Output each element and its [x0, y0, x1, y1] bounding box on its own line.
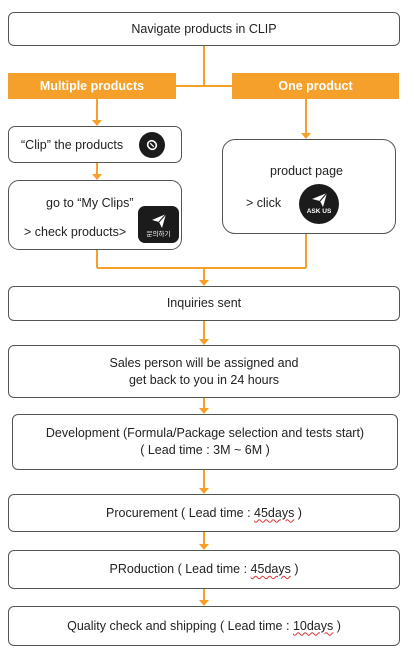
procurement-prefix: Procurement ( Lead time : — [106, 505, 255, 520]
navigate-label: Navigate products in CLIP — [131, 21, 277, 36]
quality-check-suffix: ) — [333, 618, 341, 633]
product-page-label: product page — [270, 164, 343, 178]
ask-us-icon-text: ASK US — [306, 208, 332, 215]
one-product-branch: One product — [232, 73, 399, 99]
production-prefix: PRoduction ( Lead time : — [109, 562, 251, 577]
clip-icon — [139, 132, 165, 158]
multiple-products-branch: Multiple products — [8, 73, 176, 99]
procurement-step: Procurement ( Lead time : 45days ) — [8, 494, 400, 532]
quality-check-prefix: Quality check and shipping ( Lead time : — [67, 618, 293, 633]
one-product-label: One product — [278, 79, 353, 93]
development-line-1: Development (Formula/Package selection a… — [45, 426, 365, 441]
procurement-label: Procurement ( Lead time : 45days ) — [106, 505, 302, 522]
quality-check-step: Quality check and shipping ( Lead time :… — [8, 606, 400, 646]
multiple-products-label: Multiple products — [39, 79, 145, 93]
sales-person-line-2: get back to you in 24 hours — [128, 372, 280, 387]
click-label: > click — [246, 196, 282, 210]
development-step: Development (Formula/Package selection a… — [12, 414, 398, 470]
sales-person-line-1: Sales person will be assigned and — [109, 355, 299, 370]
production-suffix: ) — [290, 562, 299, 577]
inquire-icon: 문의하기 — [138, 206, 179, 243]
my-clips-step: go to “My Clips” > check products> 문의하기 — [8, 180, 182, 250]
quality-check-label: Quality check and shipping ( Lead time :… — [67, 618, 341, 635]
quality-check-days: 10days — [292, 618, 334, 633]
product-page-step: product page > click ASK US — [222, 139, 396, 234]
production-step: PRoduction ( Lead time : 45days ) — [8, 550, 400, 589]
clip-products-step: “Clip” the products — [8, 126, 182, 163]
ask-us-icon: ASK US — [299, 184, 339, 224]
check-products-label: > check products> — [24, 225, 127, 239]
inquiries-sent-step: Inquiries sent — [8, 286, 400, 321]
development-line-2: ( Lead time : 3M ~ 6M ) — [140, 443, 270, 457]
production-days: 45days — [250, 562, 291, 577]
inquire-icon-text: 문의하기 — [146, 230, 171, 239]
production-label: PRoduction ( Lead time : 45days ) — [110, 561, 299, 578]
clip-products-label: “Clip” the products — [21, 138, 124, 152]
my-clips-label: go to “My Clips” — [46, 196, 134, 210]
inquiries-sent-label: Inquiries sent — [166, 296, 242, 311]
navigate-step: Navigate products in CLIP — [8, 12, 400, 46]
procurement-days: 45days — [254, 505, 295, 520]
procurement-suffix: ) — [294, 505, 302, 520]
sales-person-step: Sales person will be assigned and get ba… — [8, 345, 400, 398]
